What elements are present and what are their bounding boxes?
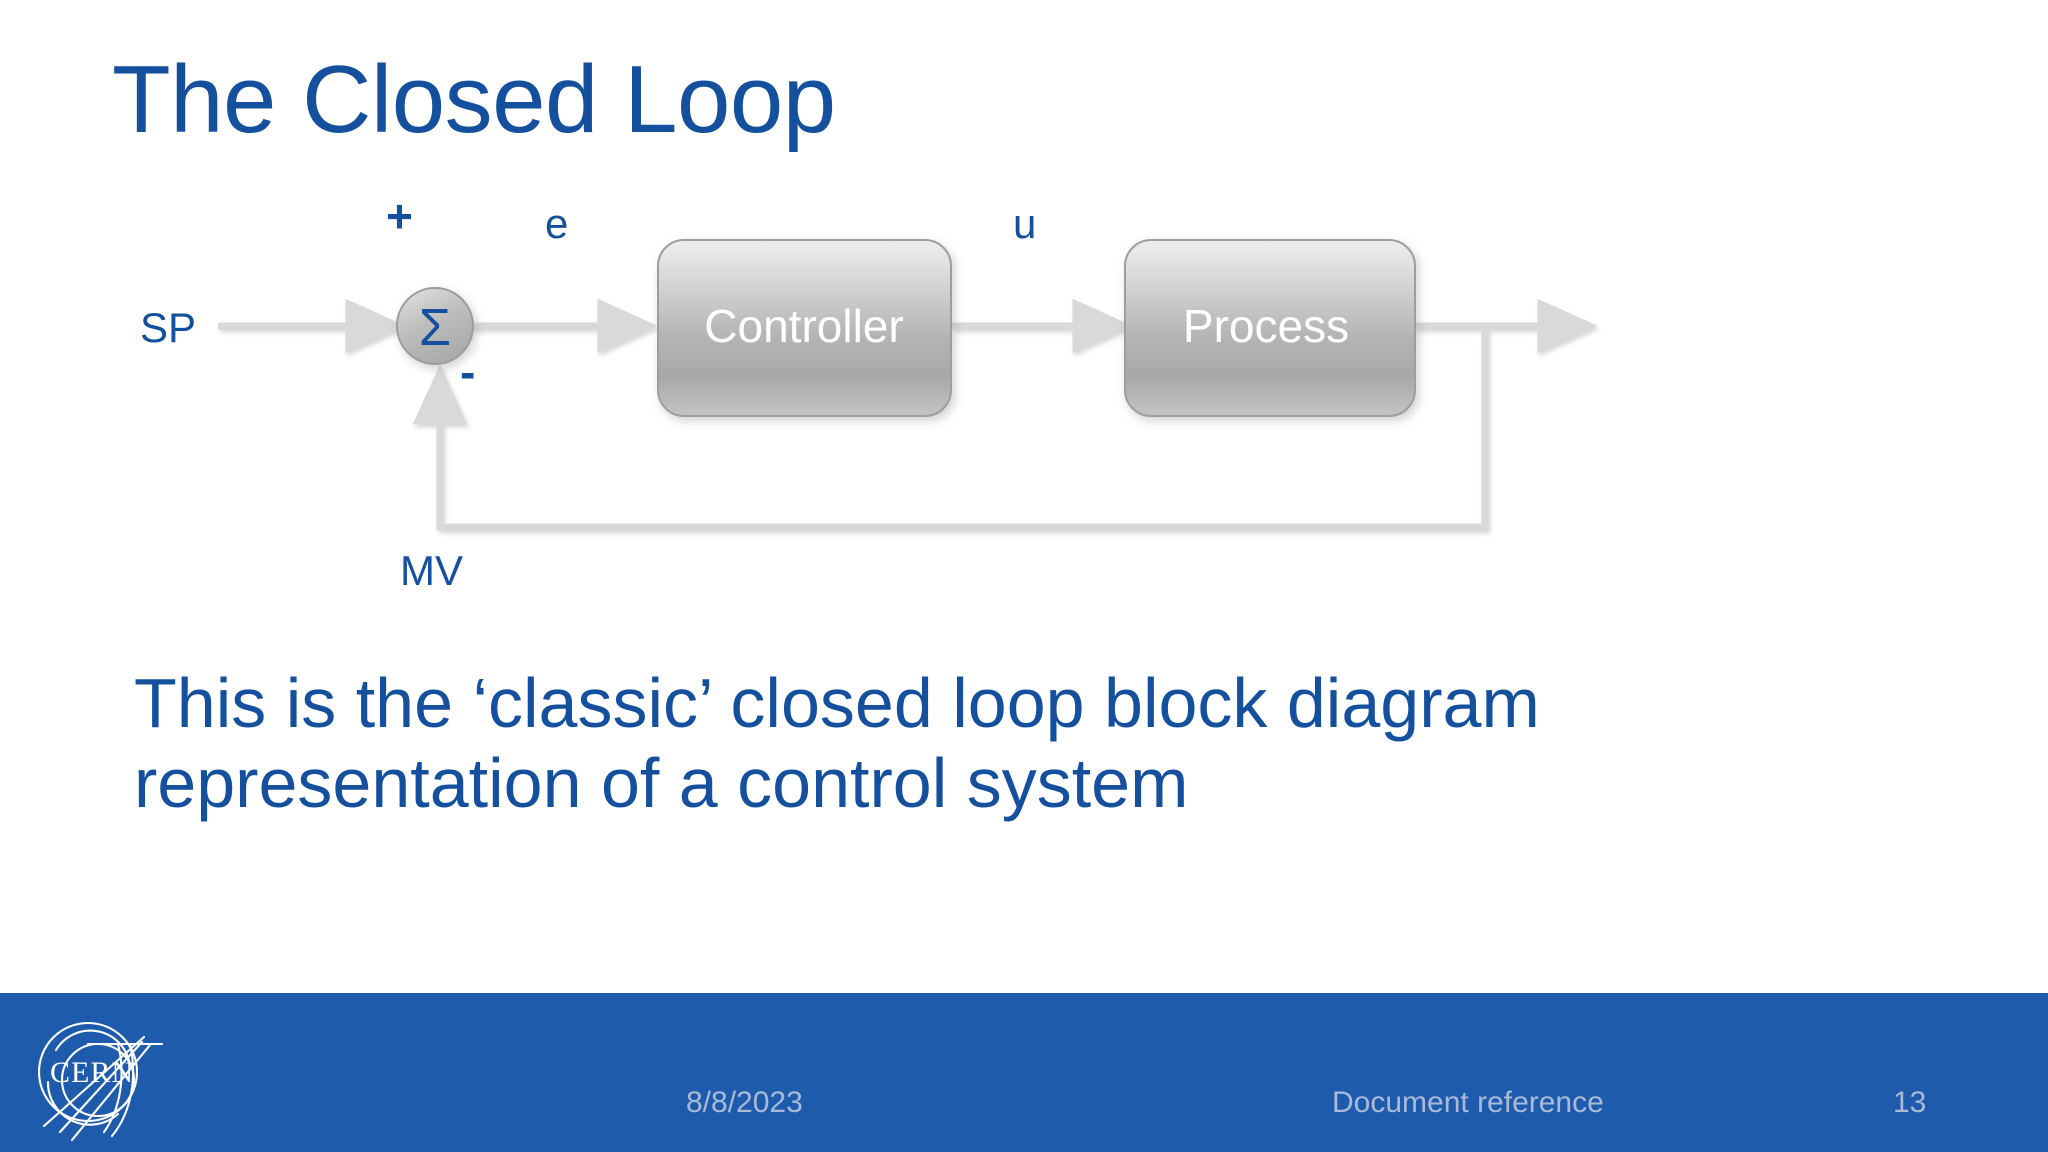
footer-document-reference: Document reference (1332, 1086, 1604, 1119)
process-block[interactable]: Process (1124, 239, 1416, 417)
controller-block[interactable]: Controller (657, 239, 952, 417)
signal-label-e: e (545, 200, 568, 247)
footer-date: 8/8/2023 (686, 1086, 803, 1119)
footer-page-number: 13 (1893, 1086, 1927, 1119)
process-block-shape[interactable] (1124, 239, 1416, 417)
summing-junction: Σ (396, 287, 474, 365)
signal-label-sp: SP (140, 304, 196, 351)
footer-bar (0, 993, 2048, 1152)
closed-loop-block-diagram: Σ + - Controller Process SP e u MV (0, 170, 2048, 620)
cern-logo: CERN (26, 1010, 166, 1146)
wire-feedback-path (440, 326, 1489, 531)
signal-label-mv: MV (400, 547, 463, 594)
plus-sign-label: + (386, 190, 413, 242)
sigma-icon: Σ (419, 299, 451, 357)
summing-junction-circle (396, 287, 474, 365)
page-title: The Closed Loop (112, 46, 836, 153)
controller-block-shape[interactable] (657, 239, 952, 417)
process-block-label: Process (1183, 300, 1349, 352)
controller-block-label: Controller (704, 300, 903, 352)
body-text-block: This is the ‘classic’ closed loop block … (134, 664, 1954, 824)
body-text-line-1: This is the ‘classic’ closed loop block … (134, 664, 1540, 742)
signal-label-u: u (1013, 200, 1036, 247)
minus-sign-label: - (460, 346, 475, 398)
body-text-line-2: representation of a control system (134, 743, 1189, 822)
cern-logo-text: CERN (50, 1056, 134, 1089)
